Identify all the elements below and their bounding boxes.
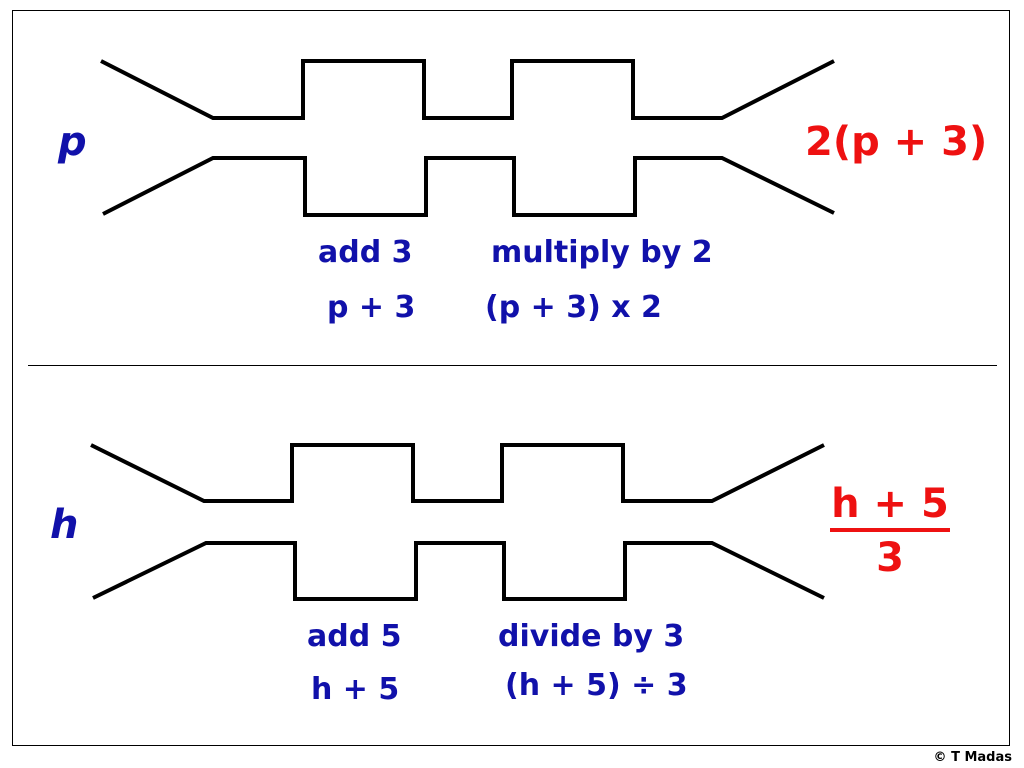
bottom-machine-lower-outline: [92, 541, 825, 601]
top-output-expression: 2(p + 3): [805, 119, 988, 165]
bottom-machine-upper-outline: [90, 443, 825, 503]
top-machine-upper-outline: [100, 59, 835, 120]
bottom-output-denominator: 3: [876, 535, 904, 581]
copyright-notice: © T Madas: [933, 750, 1012, 765]
top-step1-expression: p + 3: [327, 290, 416, 325]
top-step1-label: add 3: [318, 235, 413, 270]
fraction-bar: [830, 528, 950, 532]
bottom-step2-expression: (h + 5) ÷ 3: [505, 668, 688, 703]
bottom-output-numerator: h + 5: [831, 481, 949, 527]
slide-frame: [12, 10, 1010, 746]
top-input-variable: p: [58, 119, 87, 165]
bottom-step2-label: divide by 3: [498, 619, 685, 654]
bottom-step1-expression: h + 5: [311, 672, 400, 707]
section-divider: [28, 365, 997, 366]
bottom-step1-label: add 5: [307, 619, 402, 654]
top-step2-label: multiply by 2: [491, 235, 713, 270]
bottom-output-fraction: h + 5 3: [830, 484, 950, 578]
top-machine-lower-outline: [102, 156, 835, 217]
bottom-input-variable: h: [50, 502, 79, 548]
top-step2-expression: (p + 3) x 2: [485, 290, 662, 325]
